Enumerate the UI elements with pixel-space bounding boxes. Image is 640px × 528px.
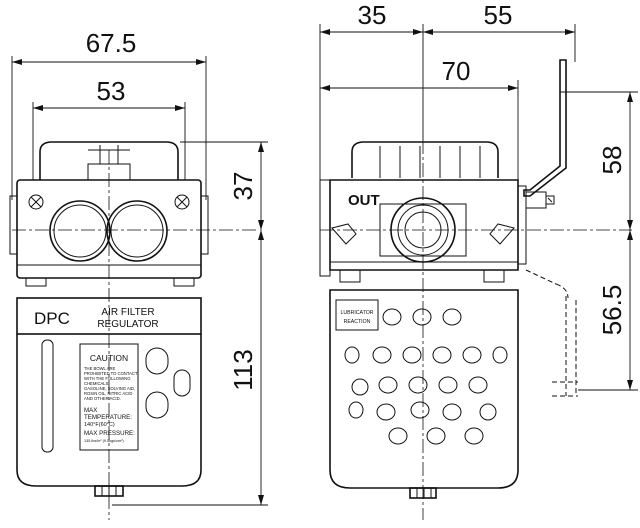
screw-left-icon <box>28 194 44 210</box>
screw-right-icon <box>174 194 190 210</box>
front-dimensions: 67.5 53 37 113 <box>11 28 268 506</box>
bowl-windows <box>344 308 508 445</box>
center-lines <box>12 140 632 520</box>
caution-line-3: WITH THE FOLLOWING <box>84 376 130 381</box>
dim-width-body: 53 <box>97 76 126 106</box>
dim-depth-front: 35 <box>358 0 387 30</box>
temp-value: 140°F(60°C) <box>84 422 115 428</box>
out-port <box>379 197 467 263</box>
caution-line-7: AND OTHER ACID. <box>84 396 121 401</box>
caution-line-4: CHEMICALS: <box>84 381 110 386</box>
port-left <box>49 200 111 262</box>
front-view: DPC AIR FILTER REGULATOR CAUTION THE BOW… <box>9 141 209 497</box>
pressure-label: MAX PRESSURE: <box>84 430 135 437</box>
port-right <box>106 200 168 262</box>
product-label-line1: AIR FILTER <box>101 307 154 318</box>
dim-height-upper: 37 <box>228 172 258 201</box>
bowl-plate-line1: LUBRICATOR <box>341 310 374 316</box>
caution-line-5: GASOLINE, SOLVING AID, <box>84 386 135 391</box>
temp-label-2: TEMPERATURE: <box>84 414 132 421</box>
temp-label: MAX <box>84 407 97 414</box>
bracket-hidden-outline <box>525 269 578 397</box>
dim-bracket-drop: 56.5 <box>597 285 627 336</box>
dim-depth-rear: 55 <box>484 0 513 30</box>
caution-line-1: THE BOWL ARE <box>84 366 115 371</box>
dim-height-lower: 113 <box>228 349 258 390</box>
bowl-plate-line2: REACTION <box>344 319 371 325</box>
side-dimensions: 35 55 70 58 56.5 <box>319 0 638 391</box>
dim-width-overall: 67.5 <box>86 28 137 58</box>
dim-bracket-height: 58 <box>597 146 627 175</box>
brand-label: DPC <box>34 309 70 328</box>
caution-line-6: ROSIN OIL, NITRIC ACID <box>84 391 132 396</box>
dim-bracket-offset: 70 <box>442 56 471 86</box>
caution-line-2: PROHIBITED TO CONTACT <box>84 371 138 376</box>
out-port-label: OUT <box>348 192 380 209</box>
pressure-value: 135 lbs/in² (9.5kgs/cm²) <box>84 439 124 443</box>
mounting-bracket <box>523 59 567 209</box>
product-label-line2: REGULATOR <box>97 319 158 330</box>
side-view: OUT LUBRICATOR REACTION <box>319 59 578 499</box>
caution-title: CAUTION <box>90 353 128 363</box>
